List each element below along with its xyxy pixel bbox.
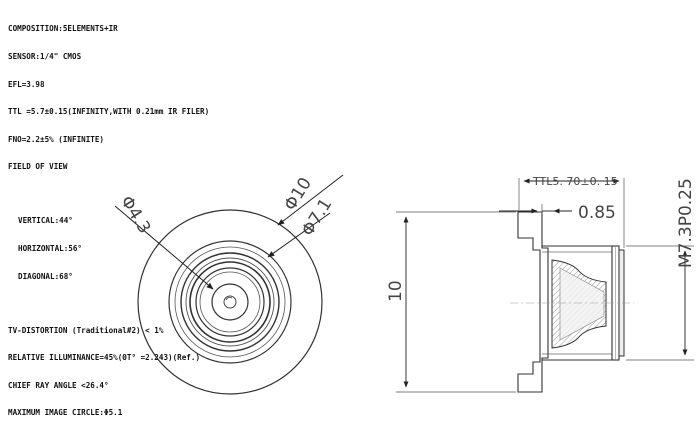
spec-image-circle: MAXIMUM IMAGE CIRCLE:Φ5.1	[8, 408, 123, 418]
drawing-canvas: Φ10 Φ7.1 Φ4.3 TTL5. 70±0.	[114, 174, 696, 395]
leader-inner	[114, 205, 214, 290]
spec-ttl: TTL =5.7±0.15(INFINITY,WITH 0.21mm IR FI…	[8, 107, 210, 117]
spec-horizontal: HORIZONTAL:56°	[18, 243, 83, 253]
side-view: TTL5. 70±0. 15 0.85 10 M7.3P0.25	[386, 175, 696, 393]
spec-vertical: VERTICAL:44°	[18, 216, 73, 226]
spec-efl: EFL=3.98	[8, 79, 45, 89]
spec-list: COMPOSITION:5ELEMENTS+IR SENSOR:1/4" CMO…	[8, 6, 209, 436]
spec-diagonal: DIAGONAL:68°	[18, 271, 73, 281]
inner-aperture	[211, 283, 249, 321]
spec-field-of-view: FIELD OF VIEW	[8, 162, 68, 172]
front-view: Φ10 Φ7.1 Φ4.3	[114, 174, 344, 395]
spec-sensor: SENSOR:1/4" CMOS	[8, 52, 82, 61]
spec-chief-ray-angle: CHIEF RAY ANGLE <26.4°	[8, 380, 109, 390]
spec-fno: FNO=2.2±5% (INFINITE)	[8, 134, 105, 144]
lens-body-outline	[517, 211, 549, 393]
dim-thread: M7.3P0.25	[676, 178, 696, 268]
spec-tv-distortion: TV-DISTORTION (Traditional#2) < 1%	[8, 325, 164, 335]
mid-ring	[168, 240, 292, 364]
dim-height: 10	[386, 280, 406, 302]
dim-inner-diameter: Φ4.3	[116, 192, 154, 237]
lens-drawing-sheet: COMPOSITION:5ELEMENTS+IR SENSOR:1/4" CMO…	[8, 24, 696, 418]
dim-flange: 0.85	[578, 203, 616, 223]
outer-ring	[137, 209, 323, 395]
spec-relative-illuminance: RELATIVE ILLUMINANCE=45%(ΘT° =2.243)(Ref…	[8, 353, 201, 363]
dim-ttl: TTL5. 70±0. 15	[532, 175, 618, 188]
leader-mid	[267, 212, 331, 258]
leader-outer	[277, 174, 344, 226]
spec-composition: COMPOSITION:5ELEMENTS+IR	[8, 24, 118, 34]
